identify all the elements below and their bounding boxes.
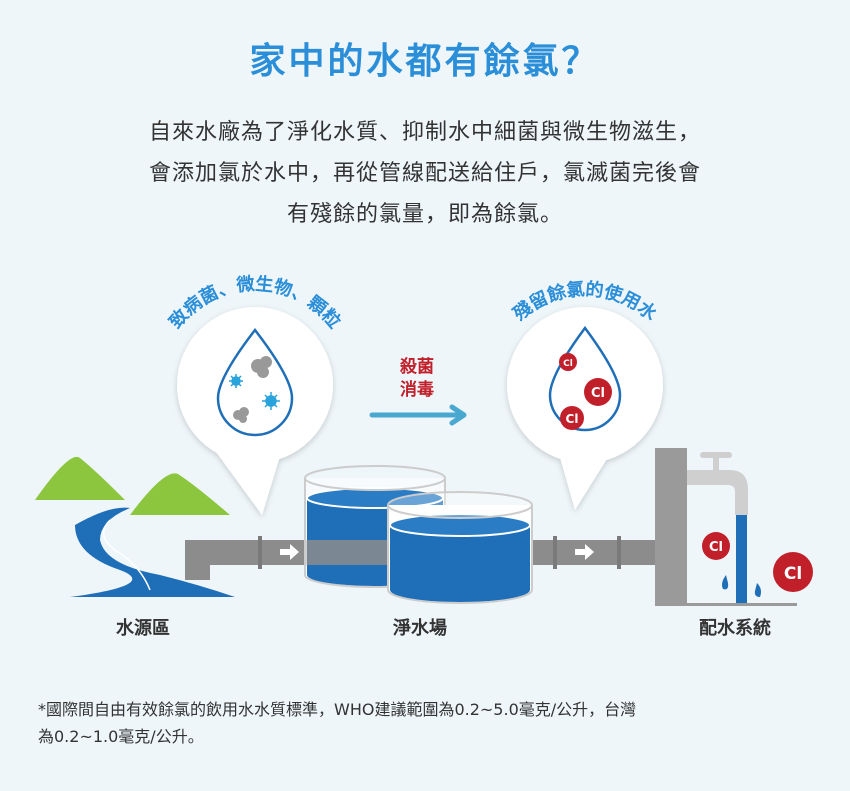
process-label: 殺菌 bbox=[399, 356, 434, 377]
chlorinated-water-bubble bbox=[507, 307, 663, 510]
stage-label-source: 水源區 bbox=[116, 617, 170, 639]
mountains-icon bbox=[35, 456, 230, 515]
particle-icon bbox=[233, 356, 272, 423]
footnote-line: *國際間自由有效餘氯的飲用水水質標準，WHO建議範圍為0.2~5.0毫克/公升，… bbox=[38, 700, 637, 719]
chlorine-molecule: Cl bbox=[773, 552, 813, 592]
water-drop-icon bbox=[216, 327, 294, 437]
contaminants-bubble bbox=[177, 307, 333, 515]
chlorine-molecule: Cl bbox=[560, 406, 584, 430]
svg-text:Cl: Cl bbox=[563, 359, 573, 369]
chlorine-molecule: Cl bbox=[584, 378, 612, 406]
faucet-icon bbox=[655, 448, 797, 606]
flow-arrow-icon bbox=[280, 544, 299, 560]
intro-line: 會添加氯於水中，再從管線配送給住戶，氯滅菌完後會 bbox=[148, 161, 701, 186]
water-drop-icon bbox=[548, 325, 622, 432]
footnote-line: 為0.2~1.0毫克/公升。 bbox=[38, 727, 204, 746]
water-tank bbox=[387, 491, 533, 604]
stage-label-distribution: 配水系統 bbox=[699, 617, 771, 639]
svg-text:Cl: Cl bbox=[566, 412, 579, 426]
svg-text:Cl: Cl bbox=[709, 540, 723, 555]
chlorine-molecule: Cl bbox=[559, 353, 577, 371]
chlorine-molecule: Cl bbox=[702, 532, 730, 560]
page-title: 家中的水都有餘氯？ bbox=[249, 41, 601, 82]
svg-text:Cl: Cl bbox=[784, 564, 802, 584]
svg-text:Cl: Cl bbox=[591, 386, 605, 401]
process-label: 消毒 bbox=[400, 379, 434, 400]
bacteria-icon bbox=[229, 374, 280, 410]
intro-line: 自來水廠為了淨化水質、抑制水中細菌與微生物滋生， bbox=[148, 120, 701, 145]
flow-arrow-icon bbox=[575, 544, 594, 560]
intro-line: 有殘餘的氯量，即為餘氯。 bbox=[286, 202, 563, 227]
footnote: *國際間自由有效餘氯的飲用水水質標準，WHO建議範圍為0.2~5.0毫克/公升，… bbox=[38, 696, 818, 750]
river-icon bbox=[70, 507, 235, 597]
stage-label-treatment: 淨水場 bbox=[393, 617, 447, 639]
process-arrow-icon bbox=[369, 404, 467, 426]
intro-paragraph: 自來水廠為了淨化水質、抑制水中細菌與微生物滋生， 會添加氯於水中，再從管線配送給… bbox=[0, 112, 850, 235]
